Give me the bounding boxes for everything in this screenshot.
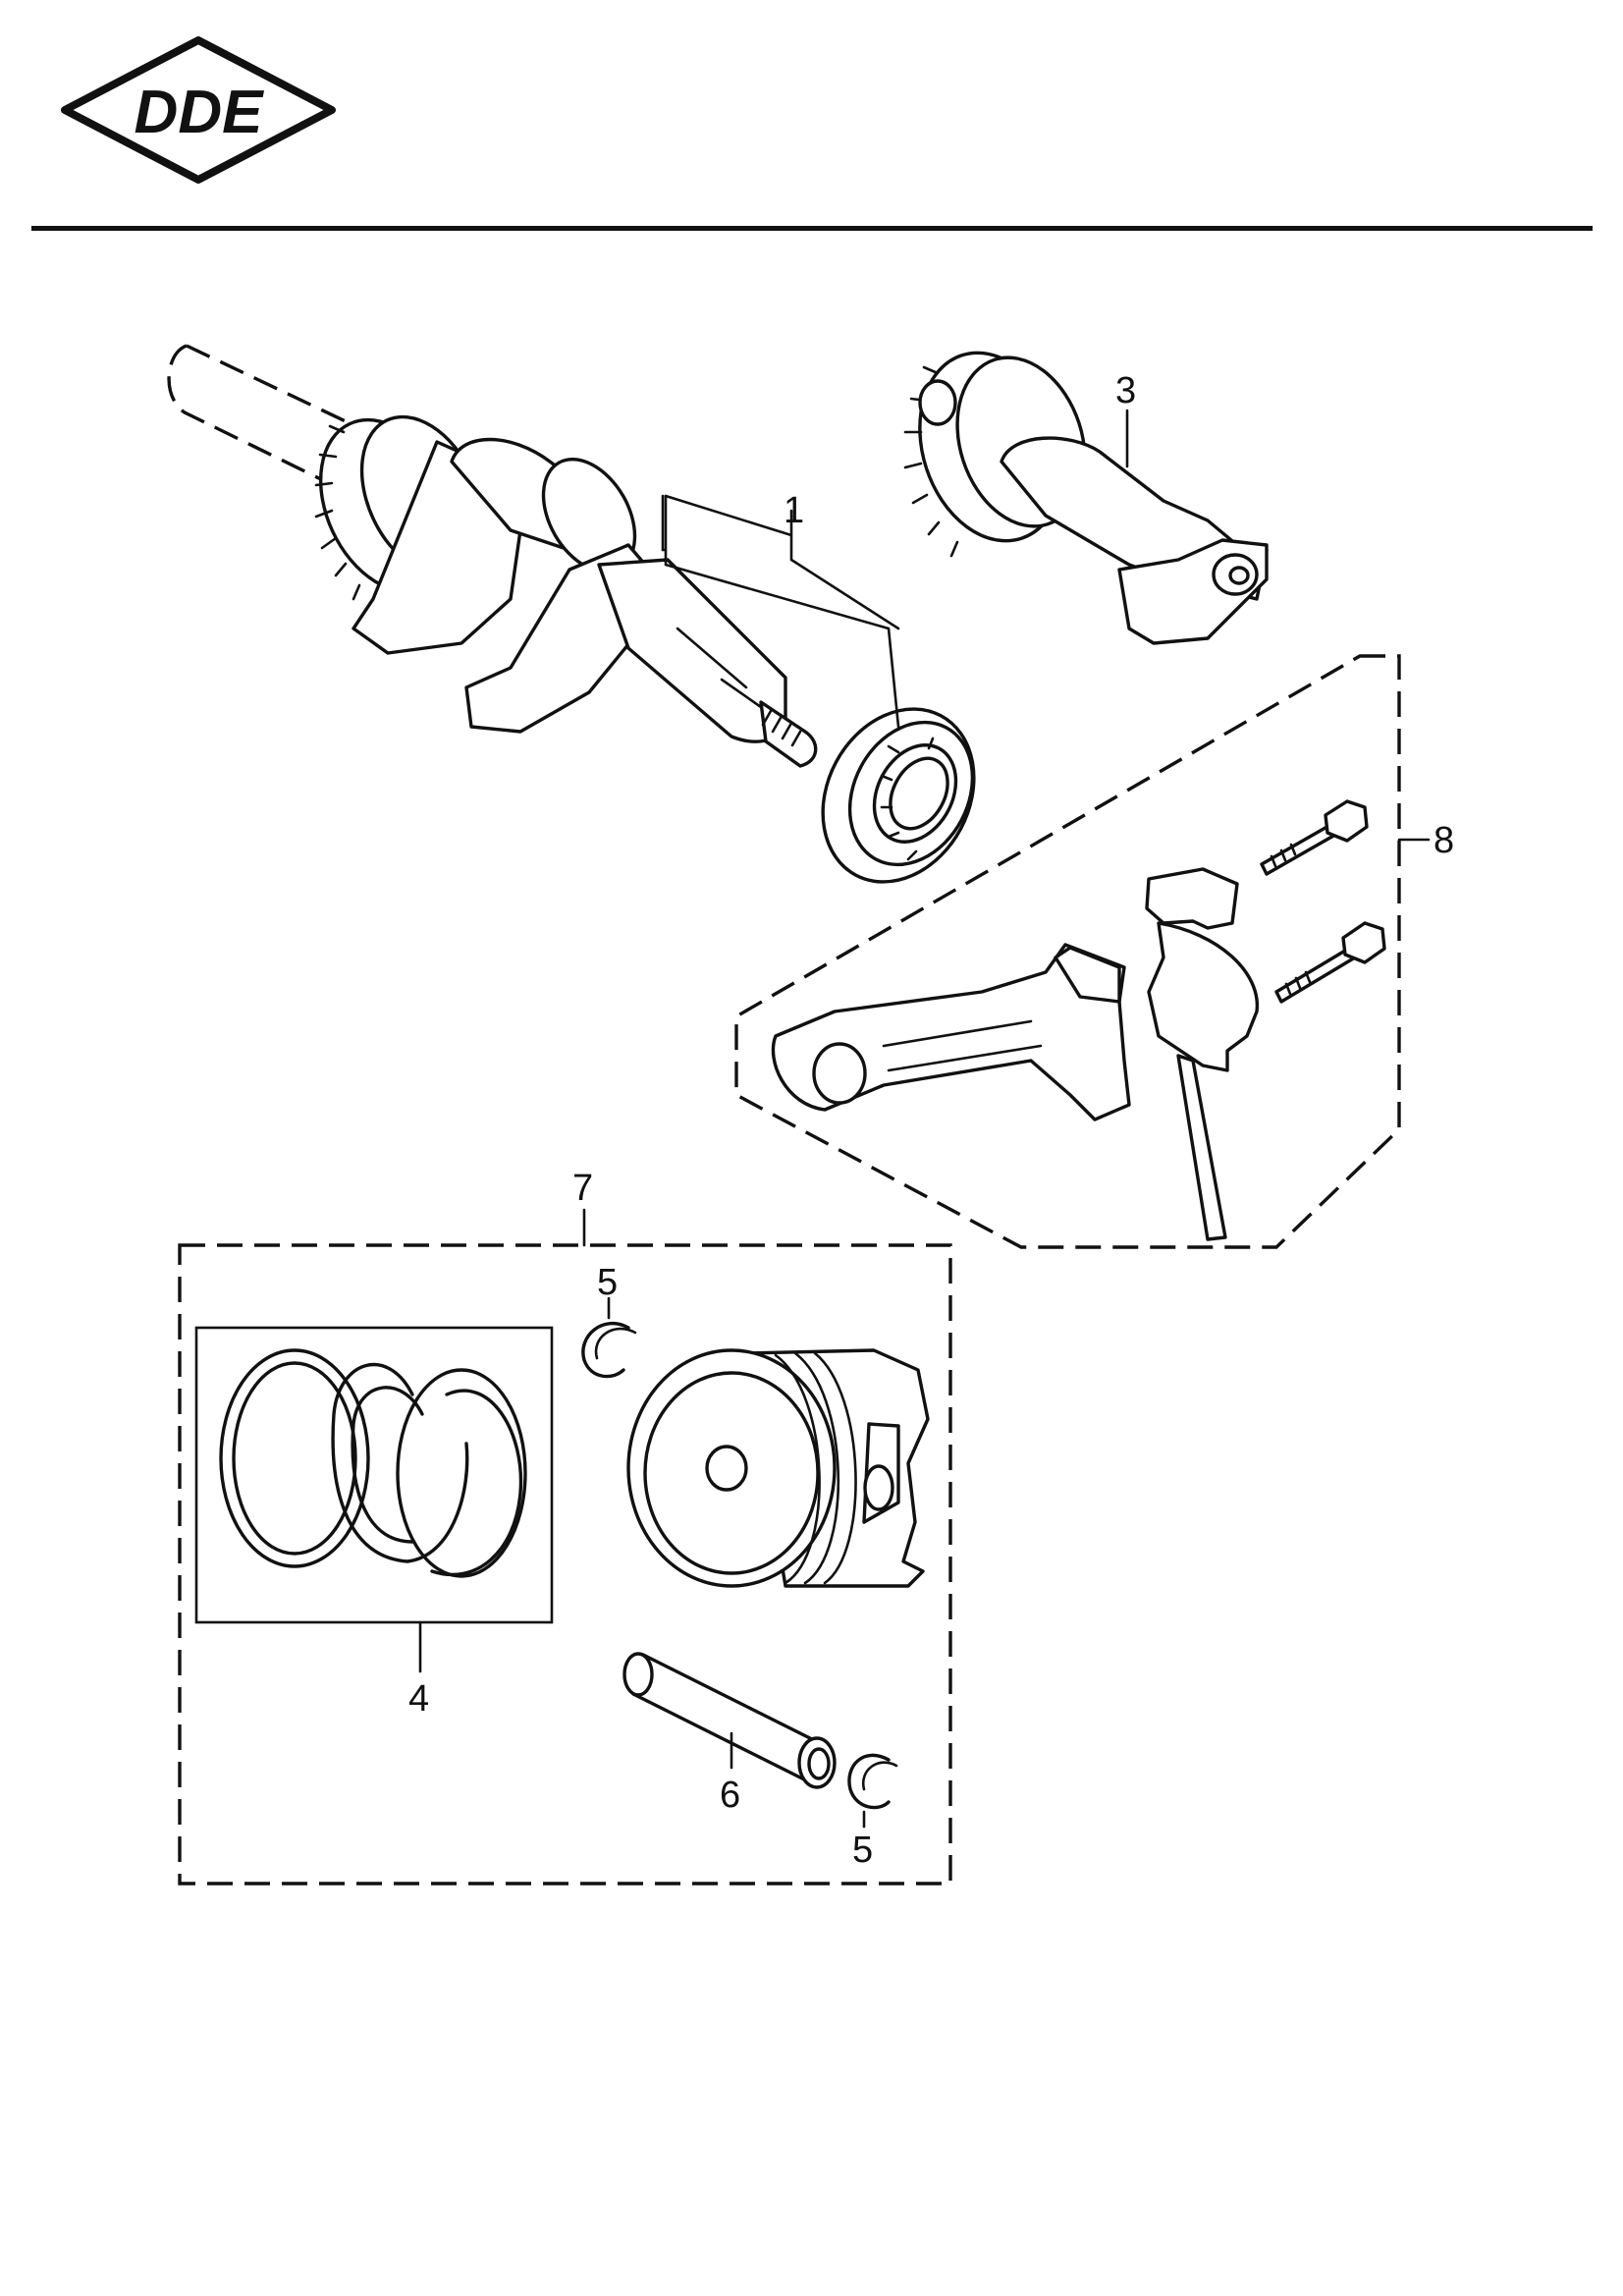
callout-7: 7 bbox=[572, 1168, 593, 1209]
header-rule bbox=[31, 226, 1593, 231]
piston-rings-part bbox=[219, 1348, 527, 1578]
callout-1: 1 bbox=[784, 490, 804, 531]
connecting-rod-bolt-lower bbox=[1274, 921, 1386, 1004]
piston-part bbox=[626, 1348, 930, 1588]
piston-rings-frame bbox=[194, 1326, 554, 1624]
crankshaft-phantom-end bbox=[167, 344, 369, 485]
balancer-shaft-part bbox=[903, 351, 1269, 645]
callout-5-upper: 5 bbox=[597, 1262, 618, 1303]
callout-5-lower: 5 bbox=[852, 1830, 873, 1871]
logo-text: DDE bbox=[135, 79, 265, 146]
callout-6: 6 bbox=[720, 1775, 740, 1816]
crankshaft-output-shaft bbox=[597, 558, 787, 743]
connecting-rod-part bbox=[771, 943, 1131, 1121]
connecting-rod-bolt-upper bbox=[1260, 799, 1369, 876]
crankshaft-shaft-keyway bbox=[676, 627, 763, 709]
piston-assembly-dashed-frame bbox=[178, 1243, 952, 1886]
callout-4: 4 bbox=[408, 1678, 429, 1720]
connecting-rod-cap bbox=[1145, 867, 1259, 1241]
piston-crown-mark bbox=[705, 1445, 748, 1492]
callout-3: 3 bbox=[1115, 370, 1136, 411]
dde-logo: DDE bbox=[61, 36, 336, 184]
callout-8: 8 bbox=[1434, 820, 1454, 861]
crankshaft-ball-bearing bbox=[821, 707, 976, 884]
crankshaft-threaded-tip bbox=[759, 700, 818, 768]
piston-pin-part bbox=[622, 1652, 837, 1789]
connecting-rod-small-end bbox=[812, 1042, 867, 1105]
piston-pin-clip-lower bbox=[847, 1753, 891, 1810]
crankshaft-part bbox=[167, 344, 818, 768]
connecting-rod-dipper bbox=[1176, 1054, 1227, 1241]
conrod-assembly-dashed-frame bbox=[734, 654, 1401, 1249]
callout-1-leader bbox=[661, 494, 900, 729]
piston-pin-clip-upper bbox=[581, 1321, 630, 1379]
